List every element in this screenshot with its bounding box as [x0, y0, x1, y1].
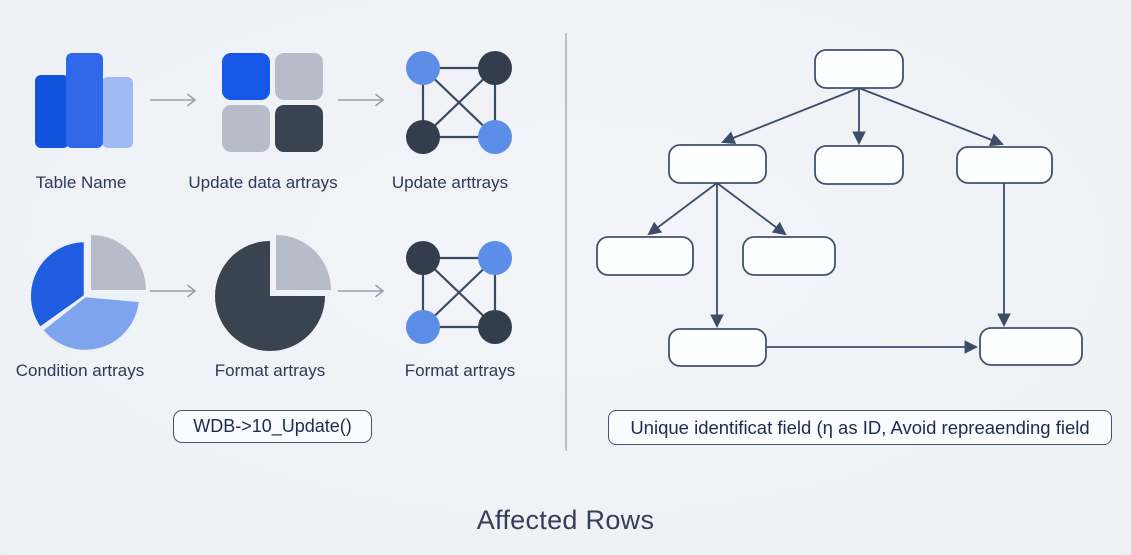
tree-edge [647, 182, 718, 236]
tree-edge [858, 87, 1004, 147]
step-label-format-arrays-1: Format artrays [214, 361, 326, 380]
bar-chart-icon [35, 53, 133, 148]
tree-edge [716, 182, 787, 236]
step-label-format-arrays-2: Format artrays [404, 361, 516, 380]
code-label-chip: WDB->10_Update() [173, 410, 372, 443]
tree-node-l2-right [956, 146, 1053, 184]
grid-squares-icon [222, 53, 323, 152]
pie-chart-icon [28, 235, 146, 353]
step-label-update-data: Update data artrays [188, 173, 338, 192]
pie-chart-dark-icon [215, 235, 331, 351]
vertical-divider [565, 33, 567, 451]
tree-node-l2-left [668, 144, 767, 184]
note-label-chip: Unique identificat field (η as ID, Avoid… [608, 410, 1112, 445]
arrow-right-icon [150, 93, 197, 107]
tree-node-l3-left [596, 236, 694, 276]
arrow-right-icon [338, 284, 385, 298]
step-label-condition-arrays: Condition artrays [15, 361, 145, 380]
arrow-right-icon [338, 93, 385, 107]
network-graph-icon [406, 51, 512, 154]
page-title: Affected Rows [476, 505, 655, 535]
step-label-update-arrays: Update arttrays [391, 173, 509, 192]
tree-edge [721, 87, 860, 145]
tree-node-l4-left [668, 328, 767, 367]
tree-node-l3-right [742, 236, 836, 276]
tree-node-l2-mid [814, 145, 904, 185]
step-label-table-name: Table Name [35, 173, 127, 192]
network-graph-icon [406, 241, 512, 344]
tree-node-root [814, 49, 904, 89]
tree-diagram [596, 49, 1083, 367]
arrow-right-icon [150, 284, 197, 298]
tree-node-l4-right [979, 327, 1083, 366]
